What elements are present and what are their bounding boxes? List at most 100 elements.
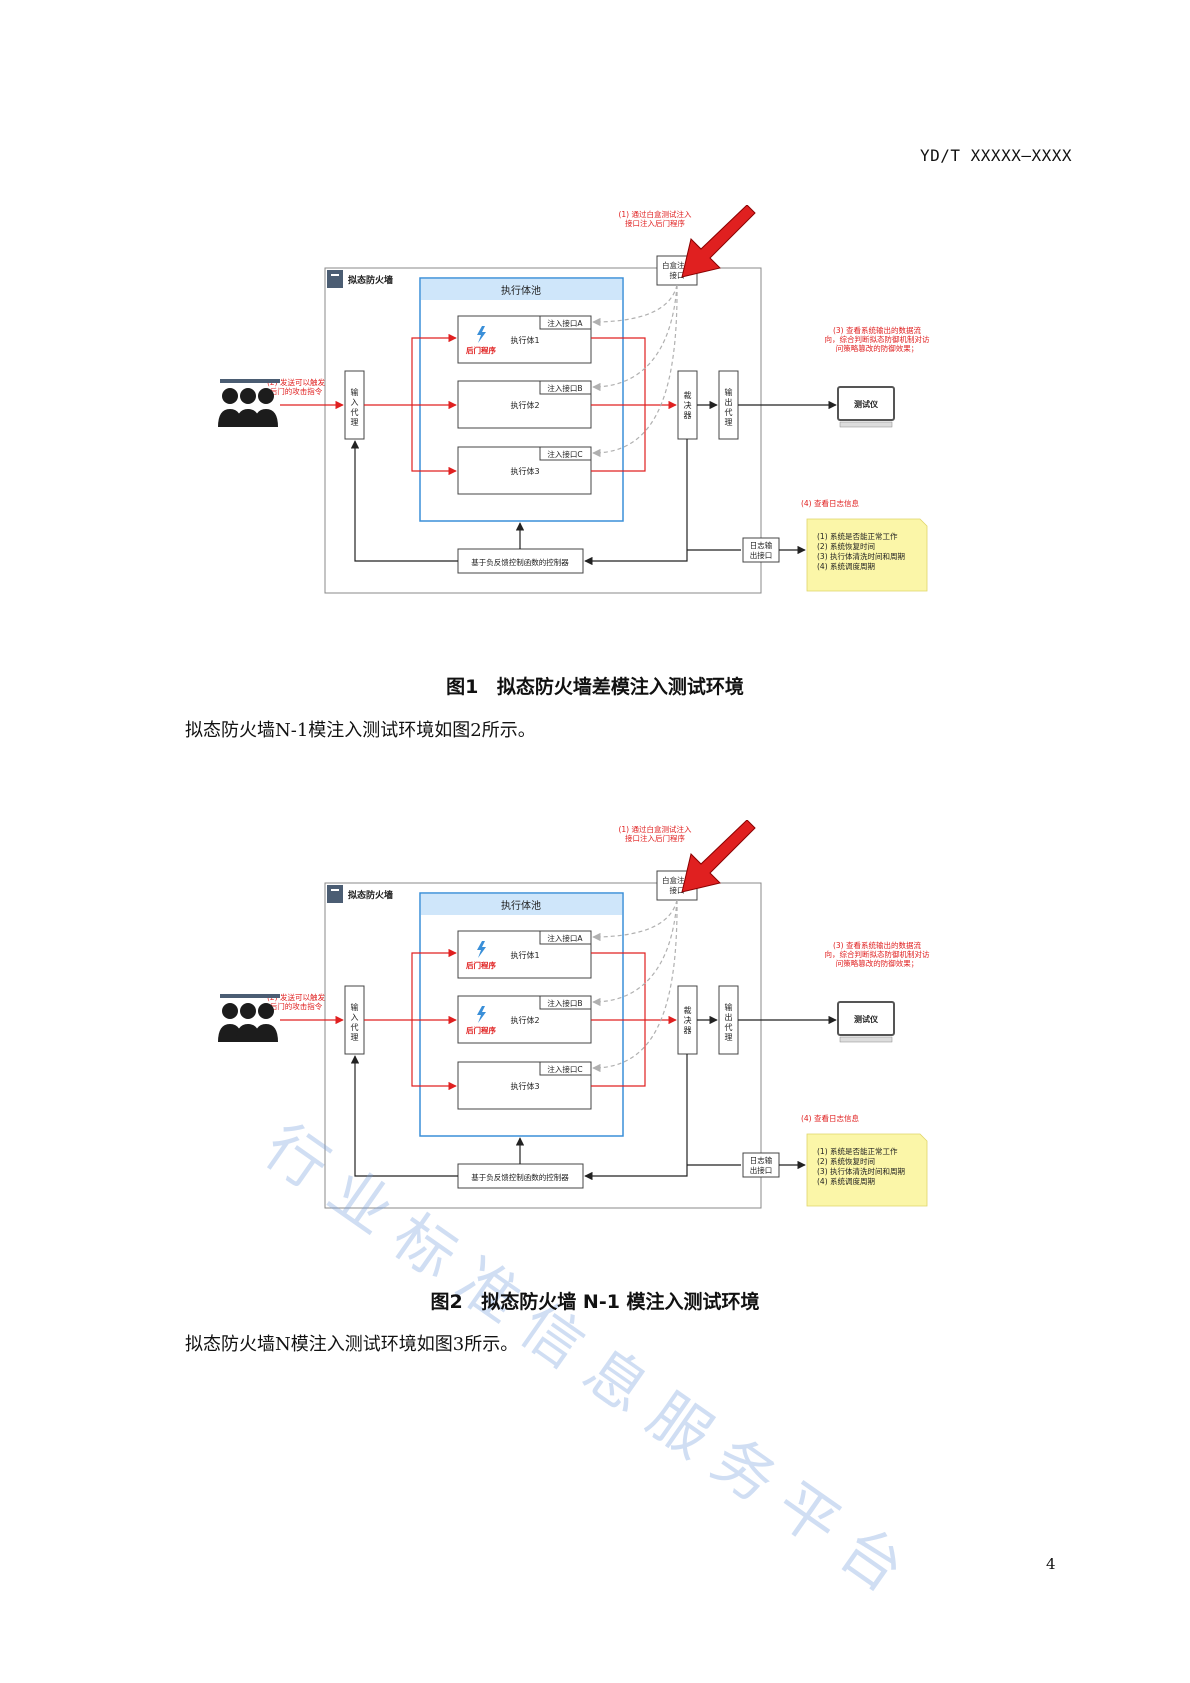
input-proxy-label: 输 — [351, 387, 359, 397]
executor-pool-label: 执行体池 — [501, 899, 541, 912]
log-note — [806, 518, 928, 592]
output-proxy-label: 代 — [725, 407, 733, 417]
executor-label: 执行体1 — [510, 950, 539, 960]
firewall-icon-slot — [331, 274, 339, 276]
executor-label: 执行体3 — [510, 1081, 539, 1091]
standard-code: YD/T XXXXX—XXXX — [920, 146, 1072, 165]
voter-label: 器 — [684, 1026, 692, 1035]
input-proxy-label: 理 — [351, 1033, 359, 1042]
injection-port-label: 注入接口C — [547, 1064, 582, 1074]
firewall-icon-slot — [331, 889, 339, 891]
flow-input-exec3 — [411, 405, 457, 476]
monitor-base — [839, 421, 893, 428]
step2-annotation: (2) 发送可以触发 — [267, 992, 326, 1002]
inject-line-c — [592, 284, 678, 458]
injection-port-box — [539, 315, 592, 330]
step1-annotation: (1) 通过白盒测试注入 — [618, 824, 692, 834]
backdoor-label: 后门程序 — [466, 1025, 496, 1035]
user-head — [240, 388, 256, 404]
executor-label: 执行体3 — [510, 466, 539, 476]
firewall-icon — [327, 270, 343, 288]
lightning-icon — [477, 941, 486, 958]
white-box-label: 白盒注入 — [662, 875, 692, 885]
voter-label: 裁 — [684, 1005, 692, 1015]
input-proxy-label: 入 — [351, 398, 359, 407]
diagram-svg: 拟态防火墙执行体池注入接口A执行体1注入接口B执行体2注入接口C执行体3后门程序… — [218, 205, 930, 594]
figure-1-number: 图1 — [446, 676, 479, 698]
injection-port-label: 注入接口B — [547, 998, 582, 1008]
injection-port-box — [539, 995, 592, 1010]
log-item: (1) 系统是否能正常工作 — [817, 531, 898, 541]
output-proxy-label: 理 — [725, 418, 733, 427]
figure-2-number: 图2 — [430, 1291, 463, 1313]
voter-label: 裁 — [684, 390, 692, 400]
user-head — [240, 1003, 256, 1019]
output-proxy-label: 出 — [725, 1012, 733, 1022]
output-proxy-label: 理 — [725, 1033, 733, 1042]
output-proxy-label: 输 — [725, 1002, 733, 1012]
step2-annotation: (2) 发送可以触发 — [267, 377, 326, 387]
backdoor-label: 后门程序 — [466, 960, 496, 970]
injection-port-box — [539, 446, 592, 461]
executor-pool-header — [421, 894, 622, 915]
log-port-box — [742, 1152, 780, 1178]
log-item: (3) 执行体清洗时间和周期 — [817, 1166, 905, 1176]
step4-annotation: (4) 查看日志信息 — [801, 498, 860, 508]
diagram-svg: 拟态防火墙执行体池注入接口A执行体1注入接口B执行体2注入接口C执行体3后门程序… — [218, 820, 930, 1209]
executor-label: 执行体1 — [510, 335, 539, 345]
output-proxy-label: 出 — [725, 397, 733, 407]
injection-port-label: 注入接口B — [547, 383, 582, 393]
backdoor-label: 后门程序 — [466, 345, 496, 355]
flow-voter-controller — [584, 1054, 688, 1181]
tester-label: 测试仪 — [854, 399, 879, 409]
injection-port-box — [539, 1061, 592, 1076]
tester-label: 测试仪 — [854, 1014, 879, 1024]
executor-label: 执行体2 — [510, 1015, 539, 1025]
step3-annotation: 向，综合判断拟态防御机制对访 — [825, 949, 930, 959]
input-proxy-label: 入 — [351, 1013, 359, 1022]
step3-annotation: 问策略篡改的防御效果； — [836, 343, 919, 353]
lightning-icon — [477, 326, 486, 343]
user-head — [258, 1003, 274, 1019]
white-box-label: 接口 — [670, 270, 685, 280]
red-pointer-arrow — [681, 820, 756, 893]
step4-annotation: (4) 查看日志信息 — [801, 1113, 860, 1123]
controller-label: 基于负反馈控制函数的控制器 — [471, 1172, 569, 1182]
monitor-screen — [837, 1001, 895, 1036]
log-item: (2) 系统恢复时间 — [817, 1156, 875, 1166]
figure-2-caption: 图2 拟态防火墙 N-1 模注入测试环境 — [0, 1287, 1190, 1314]
voter-label: 决 — [684, 400, 692, 410]
output-proxy-label: 代 — [725, 1022, 733, 1032]
controller-label: 基于负反馈控制函数的控制器 — [471, 557, 569, 567]
user-head — [222, 388, 238, 404]
page-number: 4 — [1046, 1555, 1056, 1573]
log-port-box — [742, 537, 780, 563]
log-item: (3) 执行体清洗时间和周期 — [817, 551, 905, 561]
inject-line-a — [592, 899, 678, 942]
paragraph-2: 拟态防火墙N模注入测试环境如图3所示。 — [185, 1334, 519, 1355]
input-proxy-label: 代 — [351, 407, 359, 417]
inject-line-a — [592, 284, 678, 327]
user-body — [254, 409, 278, 427]
step1-annotation: (1) 通过白盒测试注入 — [618, 209, 692, 219]
flow-input-exec3 — [411, 1020, 457, 1091]
user-head — [258, 388, 274, 404]
executor-label: 执行体2 — [510, 400, 539, 410]
inject-line-b — [592, 284, 678, 392]
executor-pool — [419, 892, 624, 1137]
injection-port-label: 注入接口A — [547, 318, 583, 328]
user-body — [218, 409, 242, 427]
voter-label: 决 — [684, 1015, 692, 1025]
step3-annotation: 向，综合判断拟态防御机制对访 — [825, 334, 930, 344]
input-proxy-label: 代 — [351, 1022, 359, 1032]
user-body — [218, 1024, 242, 1042]
figure-2-title: 拟态防火墙 N-1 模注入测试环境 — [481, 1291, 760, 1313]
inject-line-b — [592, 899, 678, 1007]
figure-1-title: 拟态防火墙差模注入测试环境 — [496, 676, 744, 698]
voter-label: 器 — [684, 411, 692, 420]
flow-input-exec1 — [411, 948, 457, 1020]
step3-annotation: (3) 查看系统输出的数据流 — [833, 325, 922, 335]
step3-annotation: 问策略篡改的防御效果； — [836, 958, 919, 968]
